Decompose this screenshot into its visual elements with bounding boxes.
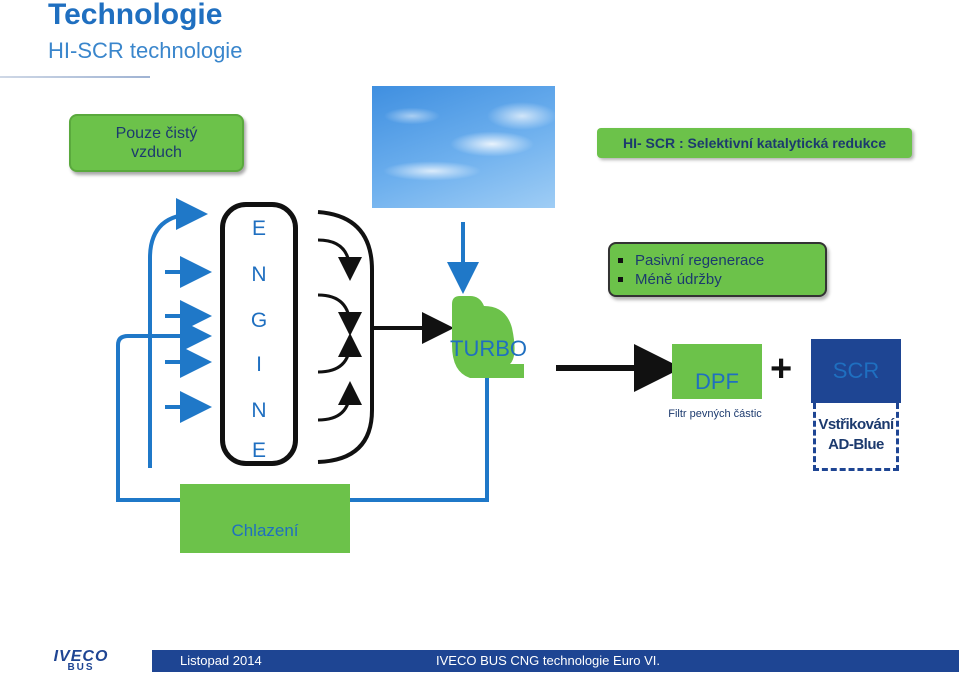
page-subtitle: HI-SCR technologie xyxy=(48,38,243,63)
benefit-text: Méně údržby xyxy=(635,271,722,288)
logo-bottom-text: BUS xyxy=(67,662,95,673)
pure-air-text: Pouze čistý vzduch xyxy=(115,125,198,161)
scr-label: SCR xyxy=(832,358,880,383)
engine-letter: N xyxy=(251,263,267,286)
exhaust-arrow xyxy=(317,238,362,281)
footer-text: IVECO BUS CNG technologie Euro VI. xyxy=(436,653,660,668)
plus-sign: + xyxy=(770,348,793,390)
exhaust-manifold xyxy=(317,210,374,464)
pure-air-label: Pouze čistý vzduch xyxy=(69,114,244,172)
benefit-text: Pasivní regenerace xyxy=(635,252,765,269)
engine-letter: I xyxy=(256,353,262,376)
benefits-box: Pasivní regenerace Méně údržby xyxy=(608,242,827,297)
adblue-injection-box: Vstřikování AD-Blue xyxy=(813,403,899,471)
cooling-box: Chlazení xyxy=(180,484,350,553)
scr-header-banner: HI- SCR : Selektivní katalytická redukce xyxy=(597,128,912,158)
exhaust-arrow xyxy=(317,333,362,374)
turbo-shape xyxy=(452,296,524,378)
iveco-bus-logo: IVECO BUS xyxy=(46,648,116,674)
title-divider xyxy=(0,76,150,78)
cooling-label: Chlazení xyxy=(231,521,299,540)
exhaust-arrow xyxy=(317,381,362,422)
engine-letter: E xyxy=(251,217,266,240)
dpf-label: DPF xyxy=(695,369,739,394)
page-title: Technologie xyxy=(48,0,223,31)
bullet-icon xyxy=(618,277,623,282)
dpf-box: DPF xyxy=(672,344,762,399)
engine-block: E N G I N E xyxy=(220,202,298,466)
logo-top-text: IVECO xyxy=(53,648,109,665)
bullet-icon xyxy=(618,258,623,263)
exhaust-arrow xyxy=(317,293,362,336)
footer-date: Listopad 2014 xyxy=(180,653,262,668)
footer-bar xyxy=(152,650,959,672)
scr-box: SCR xyxy=(811,339,901,403)
cooling-return-loop xyxy=(116,336,489,502)
benefit-item: Pasivní regenerace xyxy=(618,251,825,270)
engine-letter: G xyxy=(250,309,268,332)
sky-image xyxy=(372,86,555,208)
engine-letter: E xyxy=(251,439,266,462)
benefit-item: Méně údržby xyxy=(618,270,825,289)
dpf-sublabel: Filtr pevných částic xyxy=(668,408,762,420)
turbo-label: TURBO xyxy=(450,336,527,361)
intake-loop-arrow xyxy=(148,198,208,468)
engine-letter: N xyxy=(251,399,267,422)
